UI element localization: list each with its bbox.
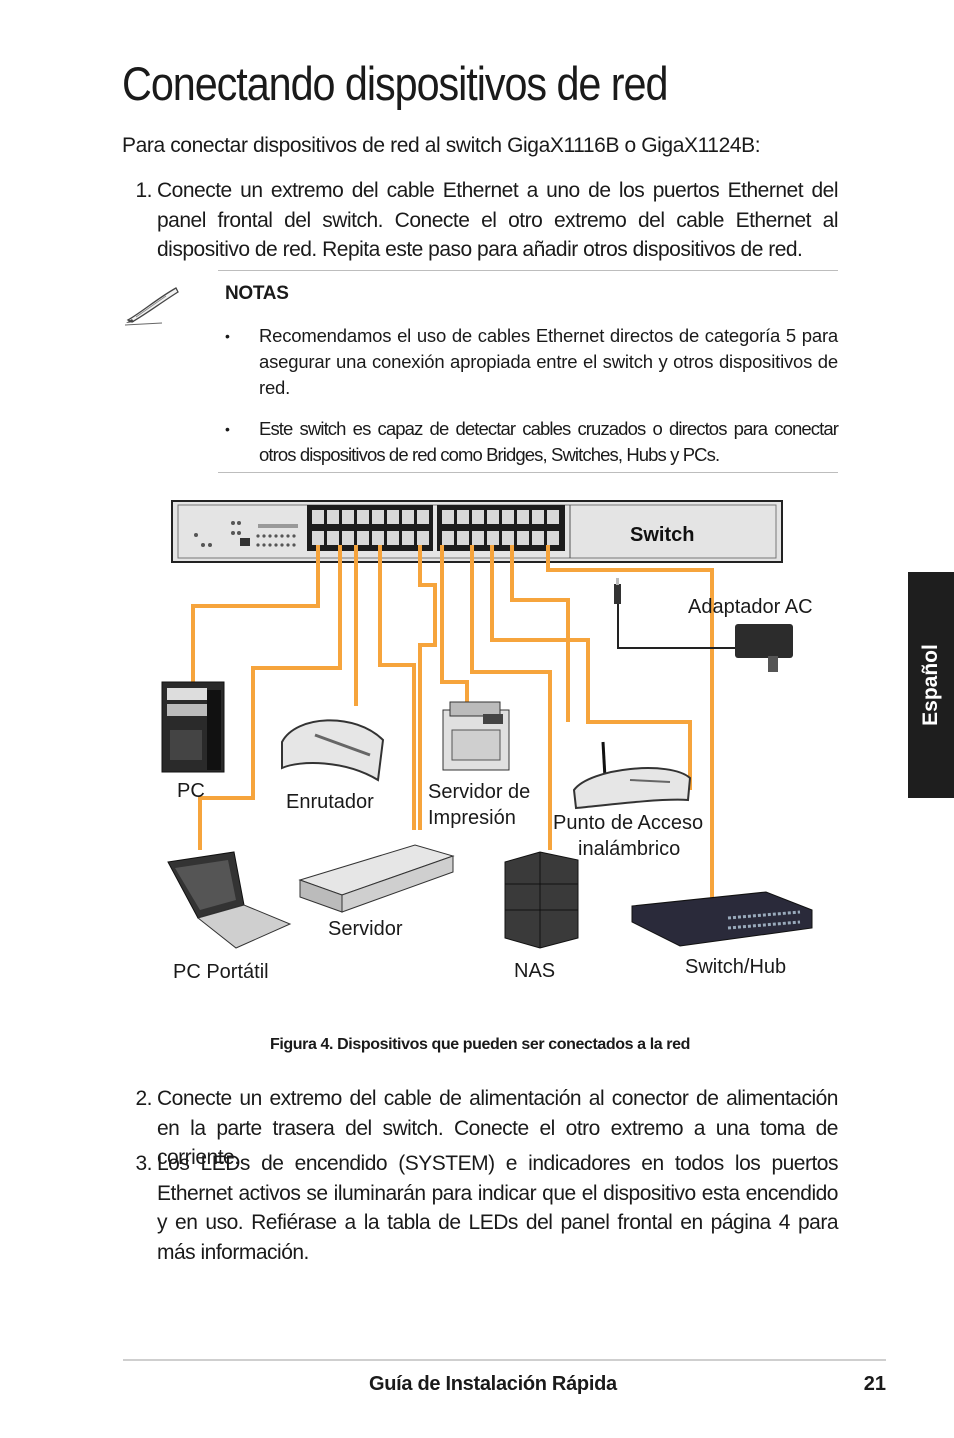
- label-print-server-2: Impresión: [428, 807, 516, 829]
- ac-adapter-icon: [614, 578, 793, 672]
- note-text: Este switch es capaz de detectar cables …: [259, 418, 839, 465]
- label-router: Enrutador: [286, 791, 374, 813]
- pen-icon: [124, 287, 179, 326]
- label-ac-adapter: Adaptador AC: [688, 596, 813, 618]
- step-text: Conecte un extremo del cable Ethernet a …: [157, 179, 839, 261]
- network-diagram: Switch: [161, 500, 813, 983]
- step-number: 3.: [135, 1152, 152, 1175]
- nas-icon: [504, 851, 579, 949]
- page-title: Conectando dispositivos de red: [122, 57, 668, 110]
- label-switch-hub: Switch/Hub: [685, 956, 786, 978]
- label-pc: PC: [177, 780, 205, 802]
- switch-label: Switch: [630, 524, 694, 546]
- label-laptop: PC Portátil: [173, 961, 269, 983]
- access-point-icon: [572, 741, 692, 810]
- intro-text: Para conectar dispositivos de red al swi…: [122, 134, 761, 157]
- print-server-icon: [442, 701, 510, 771]
- step-1: 1. Conecte un extremo del cable Ethernet…: [122, 176, 838, 265]
- laptop-icon: [167, 851, 292, 949]
- switch-device-illustration: Switch: [171, 500, 783, 563]
- notes-top-divider: [218, 270, 838, 271]
- pc-tower-icon: [161, 681, 225, 773]
- footer-divider: [123, 1359, 886, 1361]
- step-text: Conecte un extremo del cable de alimenta…: [157, 1087, 839, 1169]
- label-nas: NAS: [514, 960, 555, 982]
- page-number: 21: [863, 1373, 886, 1395]
- server-icon: [298, 844, 455, 913]
- step-number: 1.: [135, 179, 152, 202]
- note-item: • Recomendamos el uso de cables Ethernet…: [225, 323, 838, 401]
- note-text: Recomendamos el uso de cables Ethernet d…: [259, 325, 838, 398]
- footer-title: Guía de Instalación Rápida: [369, 1373, 617, 1395]
- step-number: 2.: [135, 1087, 152, 1110]
- notes-bottom-divider: [218, 472, 838, 473]
- bullet: •: [225, 328, 230, 344]
- label-access-point-1: Punto de Acceso: [553, 812, 703, 834]
- language-tab-label: Español: [919, 644, 942, 726]
- label-access-point-2: inalámbrico: [578, 838, 680, 860]
- note-item: • Este switch es capaz de detectar cable…: [225, 416, 839, 468]
- router-icon: [281, 719, 385, 782]
- step-2: 2. Conecte un extremo del cable de alime…: [122, 1084, 838, 1173]
- switch-hub-icon: [631, 891, 813, 947]
- label-print-server-1: Servidor de: [428, 781, 530, 803]
- bullet: •: [225, 421, 230, 437]
- label-server: Servidor: [328, 918, 403, 940]
- figure-caption: Figura 4. Dispositivos que pueden ser co…: [270, 1036, 690, 1053]
- step-3: 3. Los LEDs de encendido (SYSTEM) e indi…: [122, 1149, 838, 1267]
- step-text: Los LEDs de encendido (SYSTEM) e indicad…: [157, 1152, 839, 1264]
- language-tab: Español: [908, 572, 954, 798]
- notes-label: NOTAS: [225, 283, 289, 304]
- ethernet-cables: [191, 545, 735, 900]
